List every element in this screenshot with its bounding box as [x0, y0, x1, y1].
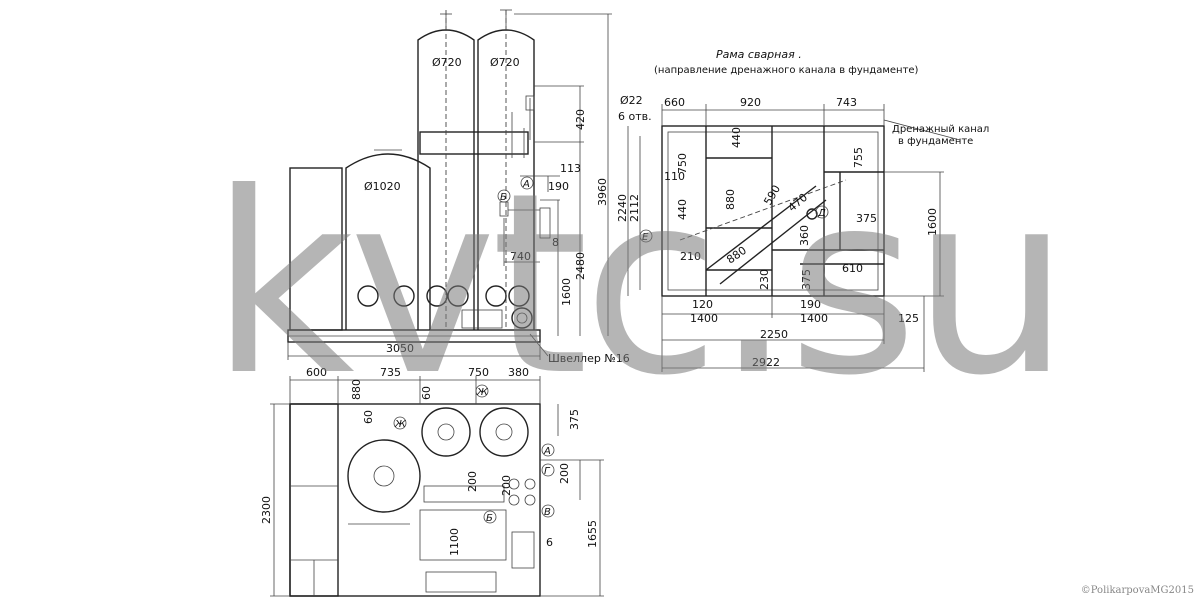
frame-title: Рама сварная .	[716, 48, 802, 61]
horizontal-pipe	[419, 131, 529, 155]
dim-210: 210	[680, 250, 701, 263]
dim-60-b: 60	[362, 410, 375, 424]
dim-1655: 1655	[586, 520, 599, 548]
dim-110: 110	[664, 170, 685, 183]
dim-2240: 2240	[616, 194, 629, 222]
dim-200-c: 200	[558, 463, 571, 484]
drain-note-2: в фундаменте	[898, 136, 973, 147]
dim-d1020: Ø1020	[364, 180, 401, 193]
marker-A-plan: А	[543, 446, 551, 457]
welded-frame-view: Рама сварная . (направление дренажного к…	[616, 48, 989, 372]
column-right-plan	[479, 407, 529, 457]
dim-735: 735	[380, 366, 401, 379]
marker-E: Е	[642, 232, 649, 243]
frame-subtitle: (направление дренажного канала в фундаме…	[654, 65, 919, 76]
side-cabinet	[289, 167, 343, 331]
pump	[511, 307, 533, 329]
drain-hole	[806, 208, 818, 220]
dim-380: 380	[508, 366, 529, 379]
marker-G: Г	[544, 466, 551, 477]
dim-660: 660	[664, 96, 685, 109]
dim-740: 740	[510, 250, 531, 263]
dim-3960: 3960	[596, 178, 609, 206]
dim-2480: 2480	[574, 252, 587, 280]
dim-375: 375	[568, 409, 581, 430]
channel-label: Швеллер №16	[548, 352, 630, 365]
marker-Zh-top: Ж	[476, 387, 489, 398]
dim-375: 375	[856, 212, 877, 225]
dim-1100: 1100	[448, 528, 461, 556]
large-tank	[345, 153, 431, 330]
large-tank-plan	[347, 439, 421, 513]
dim-2922: 2922	[752, 356, 780, 369]
drain-note-1: Дренажный канал	[892, 124, 989, 135]
frame-outer	[661, 125, 885, 297]
porthole	[357, 285, 379, 307]
dim-190: 190	[800, 298, 821, 311]
porthole	[393, 285, 415, 307]
marker-B-plan: Б	[486, 513, 493, 524]
dim-880: 880	[350, 379, 363, 400]
dim-2250: 2250	[760, 328, 788, 341]
plan-outer	[289, 403, 541, 597]
dim-1400-b: 1400	[800, 312, 828, 325]
dim-440-b: 440	[676, 199, 689, 220]
dim-755: 755	[852, 147, 865, 168]
dim-743: 743	[836, 96, 857, 109]
dim-600: 600	[306, 366, 327, 379]
dim-6: 6	[546, 536, 553, 549]
dim-750: 750	[468, 366, 489, 379]
holes-label: 6 отв.	[618, 110, 652, 123]
dim-3050: 3050	[386, 342, 414, 355]
porthole	[426, 285, 448, 307]
dim-610: 610	[842, 262, 863, 275]
dim-420: 420	[574, 109, 587, 130]
dim-120: 120	[692, 298, 713, 311]
marker-D: Д	[817, 208, 826, 219]
marker-B: Б	[500, 192, 507, 203]
dim-2112: 2112	[628, 194, 641, 222]
dim-230: 230	[758, 269, 771, 290]
dim-1600: 1600	[926, 208, 939, 236]
dim-750: 750	[676, 153, 689, 174]
copyright: ©PolikarpovaMG2015	[1080, 585, 1194, 596]
dim-d720-right: Ø720	[490, 56, 520, 69]
marker-A: А	[522, 179, 530, 190]
porthole	[485, 285, 507, 307]
dim-d720-left: Ø720	[432, 56, 462, 69]
dim-190: 190	[548, 180, 569, 193]
dim-d22: Ø22	[620, 94, 643, 107]
dim-2300: 2300	[260, 496, 273, 524]
dim-920: 920	[740, 96, 761, 109]
dim-8: 8	[552, 236, 559, 249]
dim-1600: 1600	[560, 278, 573, 306]
dim-440: 440	[730, 127, 743, 148]
dim-360: 360	[798, 225, 811, 246]
marker-V: В	[544, 507, 551, 518]
column-left-plan	[421, 407, 471, 457]
dim-60-a: 60	[420, 386, 433, 400]
dim-470: 470	[786, 191, 810, 214]
dim-375-b: 375	[800, 269, 813, 290]
dim-880-a: 880	[724, 189, 737, 210]
marker-Zh: Ж	[394, 419, 407, 430]
plan-view: 600 880 735 750 380 60 60 375 2300 200 2…	[260, 366, 604, 597]
side-elevation-view: Ø720 Ø720 Ø1020 420 113 190 3960 8 740 2…	[287, 9, 630, 365]
dim-1400-a: 1400	[690, 312, 718, 325]
porthole	[447, 285, 469, 307]
dim-113: 113	[560, 162, 581, 175]
dim-125: 125	[898, 312, 919, 325]
dim-200-b: 200	[500, 475, 513, 496]
porthole	[508, 285, 530, 307]
dim-200-a: 200	[466, 471, 479, 492]
dim-880-b: 880	[724, 244, 749, 267]
